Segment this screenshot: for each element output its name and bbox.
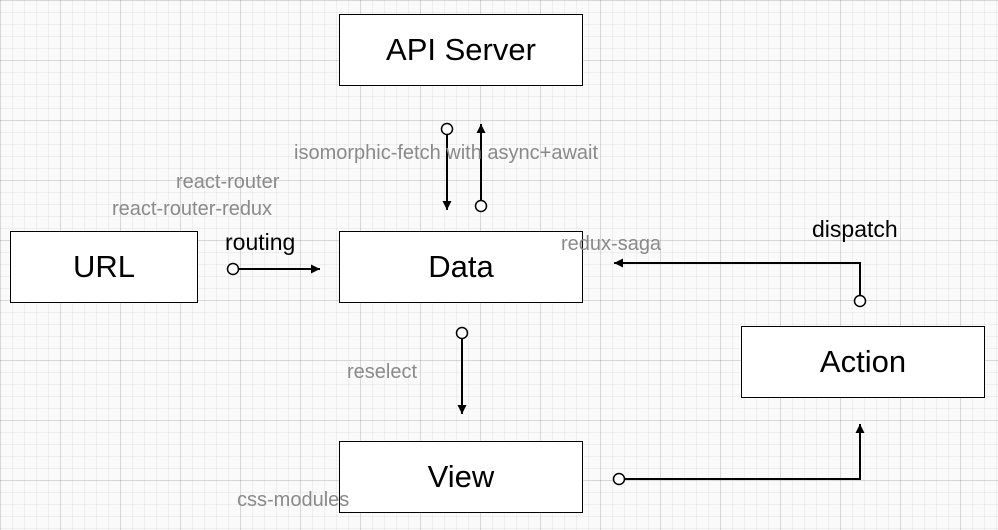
url-label: URL <box>72 249 135 284</box>
edge-api-to-data <box>440 122 454 210</box>
view-node: View <box>339 441 583 513</box>
routing-edge-label: routing <box>225 229 296 255</box>
edge-action-to-data <box>614 258 867 308</box>
css-modules-annotation: css-modules <box>237 489 350 511</box>
react-router-redux-annotation: react-router-redux <box>112 198 273 220</box>
action-node: Action <box>741 326 985 398</box>
dispatch-edge-label: dispatch <box>812 216 898 242</box>
data-label: Data <box>428 249 494 284</box>
reselect-annotation: reselect <box>347 361 418 383</box>
view-label: View <box>427 459 495 494</box>
react-router-annotation: react-router <box>176 171 280 193</box>
edge-data-to-api <box>474 124 488 213</box>
data-node: Data <box>339 231 583 303</box>
edge-data-to-view <box>455 326 469 414</box>
api-server-label: API Server <box>386 32 536 67</box>
fetch-annotation: isomorphic-fetch with async+await <box>294 142 599 164</box>
edge-url-to-data <box>226 262 320 276</box>
redux-saga-annotation: redux-saga <box>561 233 662 255</box>
edge-view-to-action <box>612 424 865 486</box>
action-label: Action <box>819 344 907 379</box>
url-node: URL <box>10 231 198 303</box>
api-server-node: API Server <box>339 14 583 86</box>
